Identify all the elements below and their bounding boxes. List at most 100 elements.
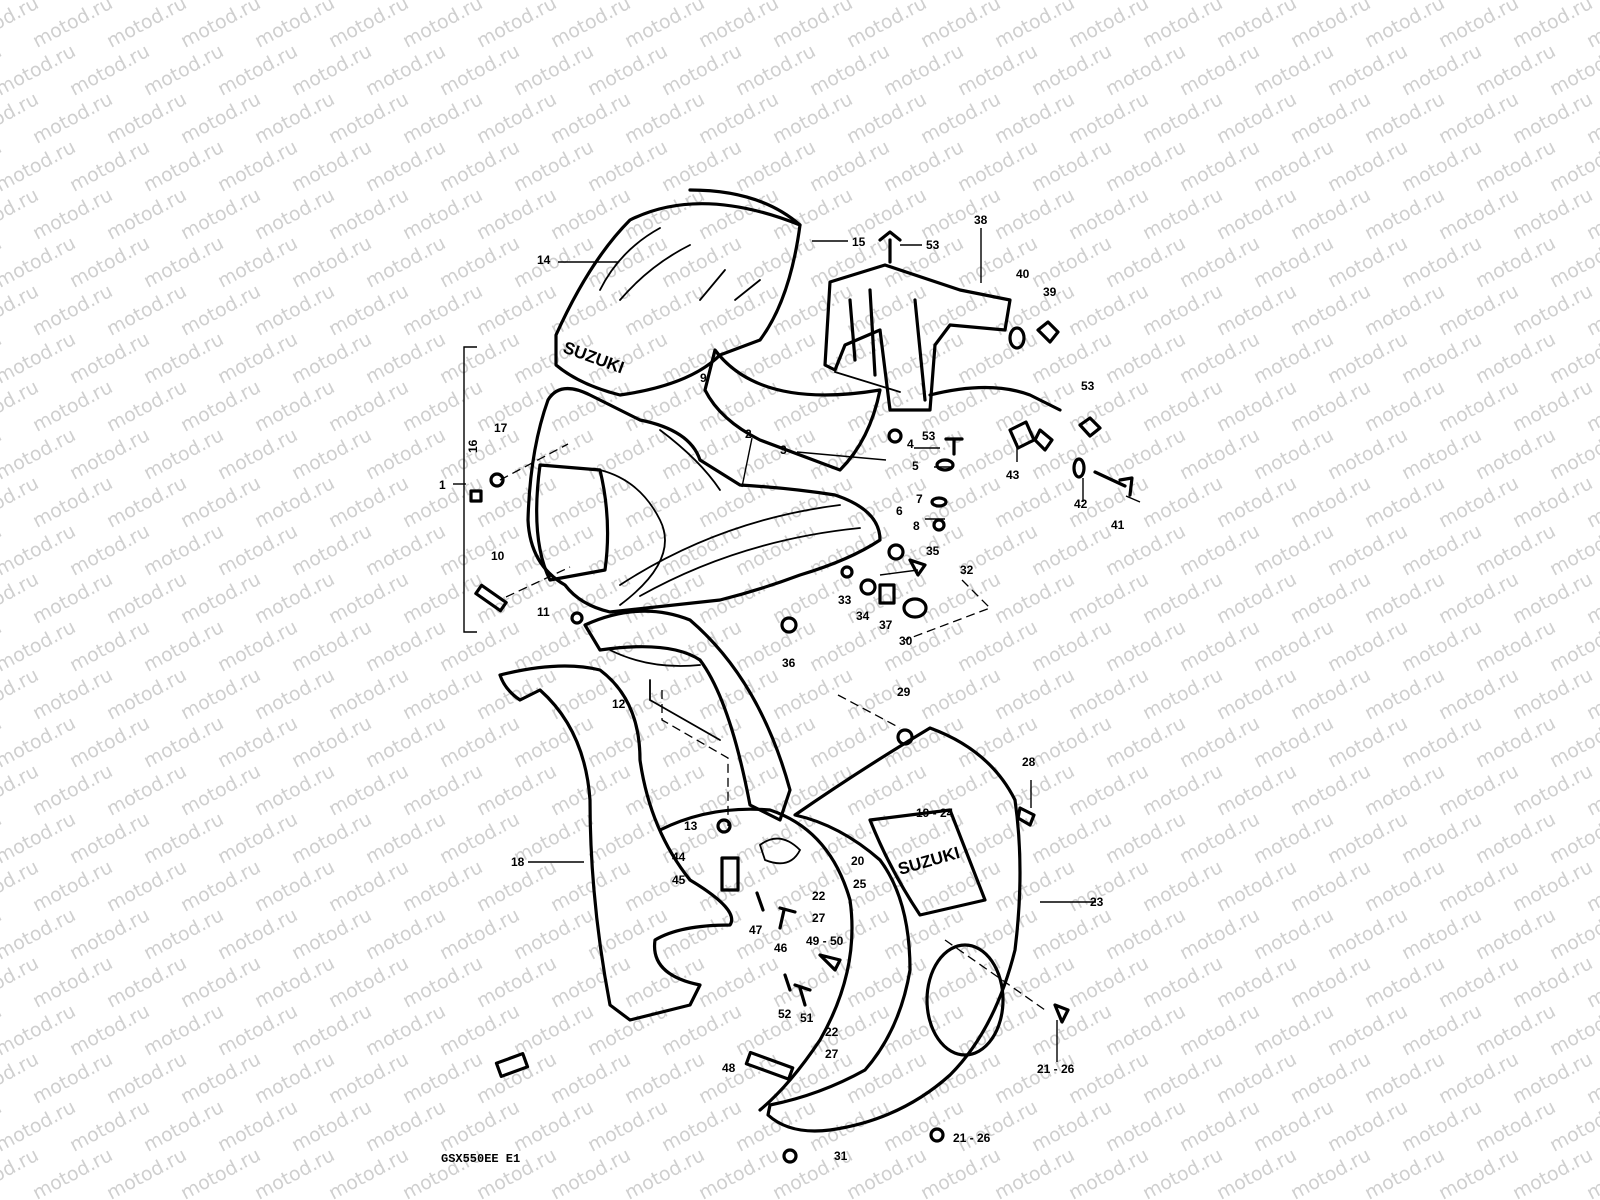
watermark-text: motod.ru [1213,856,1300,916]
watermark-text: motod.ru [288,712,375,772]
screw-51 [793,983,812,1007]
watermark-text: motod.ru [991,856,1078,916]
watermark-text: motod.ru [1250,40,1337,100]
watermark-text: motod.ru [251,376,338,436]
callout-1: 1 [439,478,446,492]
callout-20: 20 [851,854,865,868]
watermark-text: motod.ru [66,1000,153,1060]
watermark-text: motod.ru [1324,136,1411,196]
watermark-text: motod.ru [1435,664,1522,724]
watermark-text: motod.ru [547,952,634,1012]
watermark-text: motod.ru [103,568,190,628]
watermark-text: motod.ru [1435,280,1522,340]
watermark-text: motod.ru [954,808,1041,868]
watermark-text: motod.ru [251,280,338,340]
watermark-text: motod.ru [288,808,375,868]
watermark-text: motod.ru [1509,760,1596,820]
callout-16: 16 [466,439,480,453]
callout-9: 9 [700,371,707,385]
watermark-text: motod.ru [325,1048,412,1108]
watermark-text: motod.ru [29,1144,116,1200]
watermark-text: motod.ru [29,952,116,1012]
watermark-text: motod.ru [1509,952,1596,1012]
watermark-text: motod.ru [1213,952,1300,1012]
watermark-text: motod.ru [1065,568,1152,628]
watermark-text: motod.ru [288,1096,375,1156]
watermark-text: motod.ru [103,760,190,820]
watermark-text: motod.ru [325,952,412,1012]
watermark-text: motod.ru [436,520,523,580]
watermark-text: motod.ru [732,616,819,676]
watermark-text: motod.ru [1176,712,1263,772]
watermark-text: motod.ru [436,40,523,100]
watermark-text: motod.ru [325,0,412,52]
watermark-text: motod.ru [251,0,338,52]
watermark-text: motod.ru [732,136,819,196]
watermark-text: motod.ru [954,1096,1041,1156]
watermark-text: motod.ru [1472,136,1559,196]
watermark-text: motod.ru [806,136,893,196]
watermark-text: motod.ru [29,1048,116,1108]
watermark-text: motod.ru [1361,1144,1448,1200]
watermark-text: motod.ru [658,136,745,196]
screw-53-right [1078,416,1102,438]
watermark-text: motod.ru [1287,856,1374,916]
watermark-text: motod.ru [732,328,819,388]
watermark-text: motod.ru [621,184,708,244]
watermark-text: motod.ru [1472,904,1559,964]
spacer-37 [878,583,896,605]
watermark-text: motod.ru [1065,1144,1152,1200]
watermark-text: motod.ru [177,184,264,244]
watermark-text: motod.ru [1324,232,1411,292]
watermark-text: motod.ru [1361,88,1448,148]
watermark-text: motod.ru [1028,328,1115,388]
callout-38: 38 [974,213,988,227]
watermark-text: motod.ru [695,88,782,148]
washer-42 [1072,457,1086,479]
watermark-text: motod.ru [399,184,486,244]
watermark-text: motod.ru [214,136,301,196]
watermark-text: motod.ru [436,712,523,772]
watermark-text: motod.ru [362,904,449,964]
watermark-text: motod.ru [1250,232,1337,292]
watermark-text: motod.ru [29,376,116,436]
watermark-text: motod.ru [1213,184,1300,244]
watermark-text: motod.ru [473,280,560,340]
watermark-text: motod.ru [1176,40,1263,100]
watermark-text: motod.ru [473,760,560,820]
watermark-text: motod.ru [1176,520,1263,580]
watermark-text: motod.ru [547,472,634,532]
watermark-text: motod.ru [732,40,819,100]
watermark-text: motod.ru [1324,712,1411,772]
watermark-text: motod.ru [1398,1096,1485,1156]
cushion-30 [902,597,928,619]
callout-40: 40 [1016,267,1030,281]
watermark-text: motod.ru [769,0,856,52]
watermark-text: motod.ru [1435,472,1522,532]
watermark-text: motod.ru [547,0,634,52]
watermark-text: motod.ru [880,1096,967,1156]
upper-cowl [526,348,882,614]
watermark-text: motod.ru [621,760,708,820]
watermark-text: motod.ru [251,760,338,820]
watermark-text: motod.ru [288,232,375,292]
watermark-text: motod.ru [621,88,708,148]
watermark-text: motod.ru [1435,760,1522,820]
watermark-text: motod.ru [1472,808,1559,868]
bolt-41 [1093,470,1134,497]
watermark-text: motod.ru [1287,376,1374,436]
watermark-text: motod.ru [1509,1144,1596,1200]
callout-44: 44 [672,850,686,864]
callout-5: 5 [912,459,919,473]
callout-35: 35 [926,544,940,558]
callout-47: 47 [749,923,763,937]
watermark-text: motod.ru [1028,136,1115,196]
watermark-text: motod.ru [1065,88,1152,148]
screw-21-bottom [929,1127,945,1143]
watermark-text: motod.ru [1065,280,1152,340]
watermark-text: motod.ru [29,856,116,916]
watermark-text: motod.ru [1213,0,1300,52]
watermark-text: motod.ru [1509,280,1596,340]
watermark-text: motod.ru [1176,616,1263,676]
washer-35 [887,543,905,561]
